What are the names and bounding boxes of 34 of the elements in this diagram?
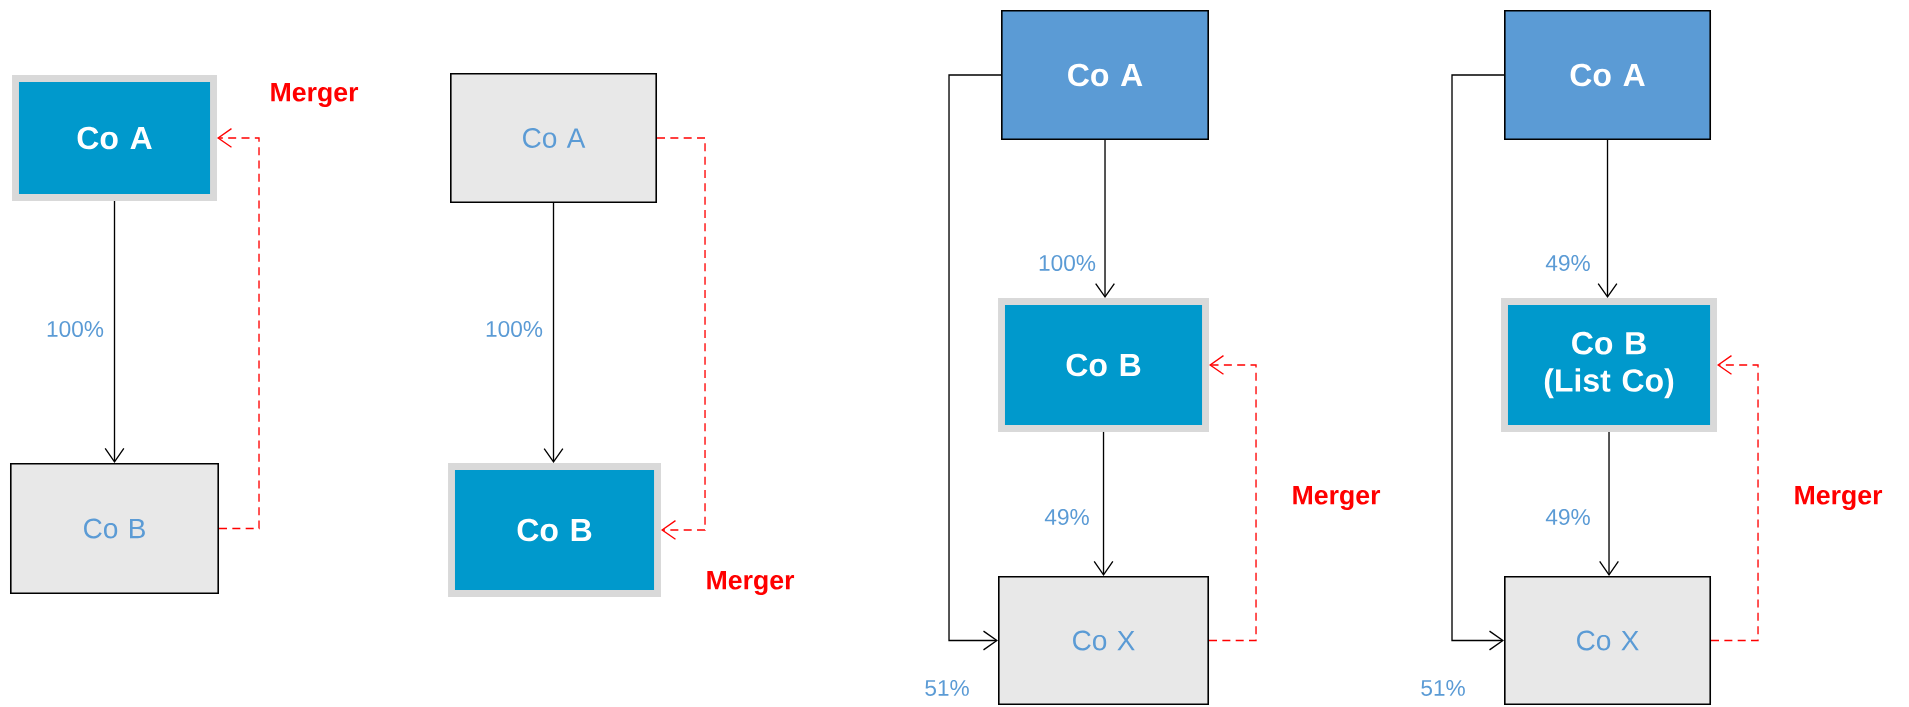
edge-label: Merger <box>702 568 798 598</box>
arrow <box>543 202 564 464</box>
company-box: Co X <box>1504 576 1712 705</box>
edge-label: 51% <box>1417 677 1469 699</box>
edge-label: 100% <box>482 318 546 340</box>
edge-label: 51% <box>921 677 973 699</box>
dashed-arrow <box>1208 355 1257 642</box>
arrow <box>104 200 125 463</box>
edge-label: 100% <box>43 318 107 340</box>
company-box: Co B <box>10 462 219 594</box>
arrow <box>1095 139 1115 299</box>
parent-company-box: Co A <box>1001 10 1209 140</box>
edge-label: 100% <box>1035 252 1099 274</box>
parent-company-box: Co A <box>1504 10 1712 140</box>
dashed-arrow <box>1710 355 1759 642</box>
dashed-arrow <box>216 128 260 530</box>
highlighted-company-box: Co A <box>12 75 217 201</box>
edge-label: 49% <box>1542 506 1594 528</box>
company-box: Co A <box>450 73 657 203</box>
arrow <box>1599 431 1620 576</box>
highlighted-company-box: Co B (List Co) <box>1501 298 1717 432</box>
arrow <box>948 74 1002 651</box>
company-box: Co X <box>998 576 1209 705</box>
highlighted-company-box: Co B <box>998 298 1209 432</box>
arrow <box>1451 74 1505 651</box>
edge-label: Merger <box>1790 483 1886 513</box>
edge-label: 49% <box>1542 252 1594 274</box>
arrow <box>1093 431 1114 576</box>
highlighted-company-box: Co B <box>448 463 661 597</box>
arrow <box>1597 139 1618 299</box>
edge-label: Merger <box>266 80 362 110</box>
edge-label: 49% <box>1041 506 1093 528</box>
edge-label: Merger <box>1288 483 1384 513</box>
dashed-arrow <box>656 137 706 540</box>
